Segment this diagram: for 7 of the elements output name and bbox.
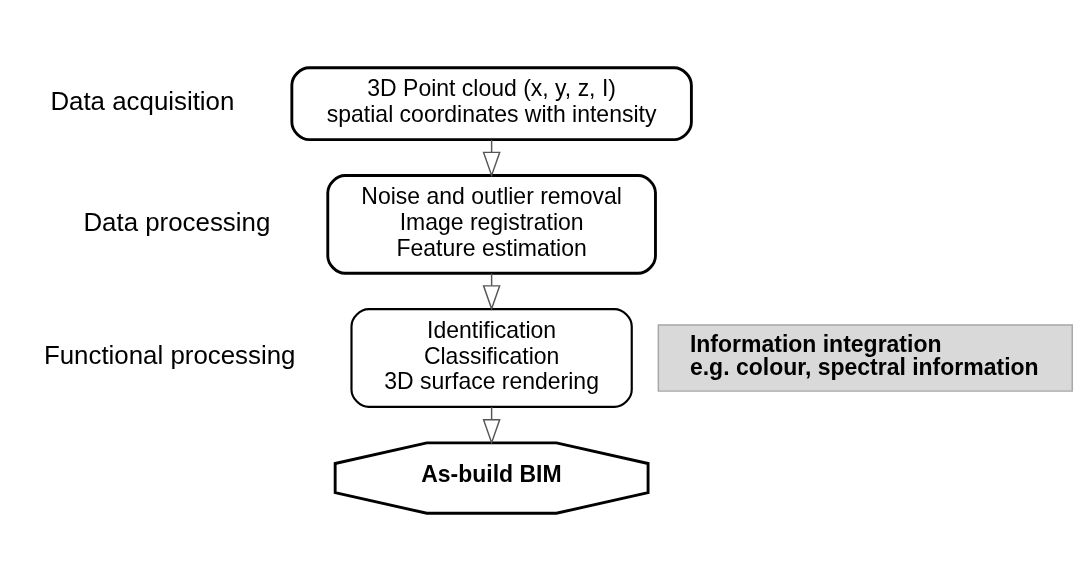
node-label: Data acquisition [50, 87, 235, 115]
node-box: Information integration e.g. colour, spectral information [657, 324, 1073, 392]
node-box: Identification Classification 3D surface rendering [350, 308, 633, 408]
node-label: Data processing [83, 207, 271, 236]
node-box: 3D Point cloud (x, y, z, I) spatial coordinates with intensity [290, 66, 693, 142]
node-label: Functional processing [43, 341, 296, 370]
node-box: Noise and outlier removal Image registration Feature estimation [326, 174, 657, 275]
